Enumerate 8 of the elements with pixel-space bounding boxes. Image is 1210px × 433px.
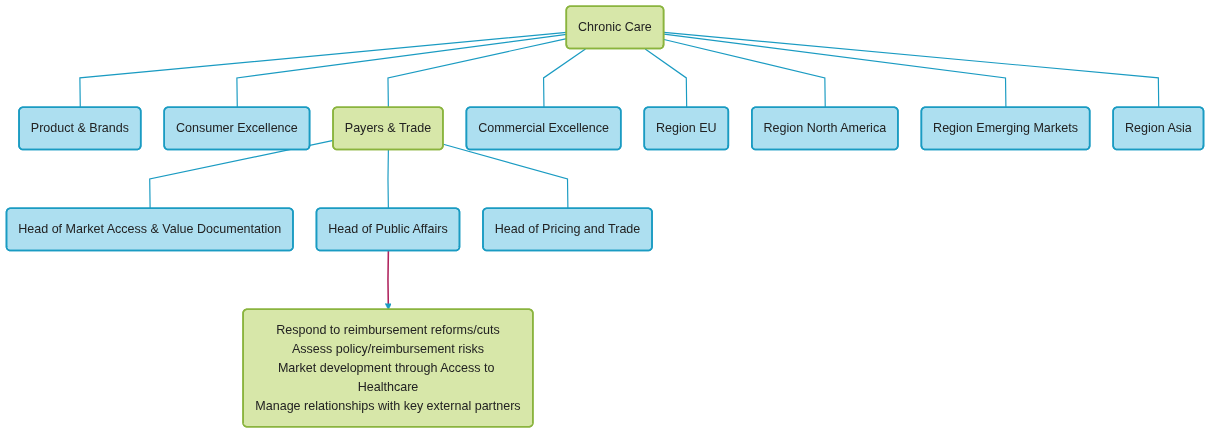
connector — [387, 149, 389, 210]
connector — [663, 31, 1160, 109]
connector — [663, 33, 1007, 109]
connector — [442, 143, 569, 210]
connector — [543, 48, 587, 109]
connector — [644, 48, 688, 109]
arrow — [384, 250, 392, 310]
connector — [663, 38, 826, 109]
